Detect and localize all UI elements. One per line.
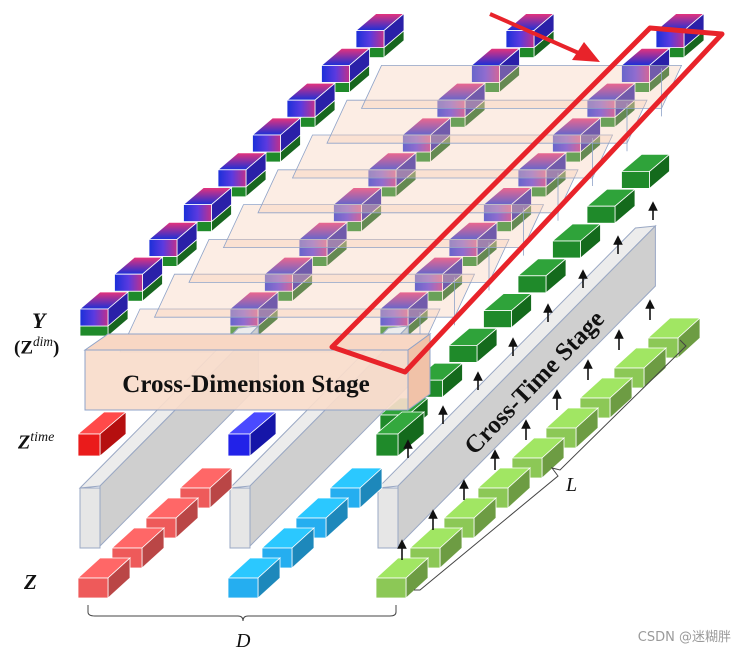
y-cube bbox=[113, 256, 164, 293]
z-dim-green-cube bbox=[447, 327, 499, 364]
z-row-1 bbox=[76, 467, 234, 599]
attention-plane bbox=[360, 65, 683, 109]
z-cube bbox=[374, 557, 430, 599]
z-dim-green-cube bbox=[482, 292, 533, 329]
y-text: Y bbox=[32, 308, 46, 333]
z-dim-label: (Zdim) bbox=[14, 334, 59, 359]
l-label: L bbox=[566, 474, 577, 497]
y-cube bbox=[147, 221, 199, 258]
z-cube bbox=[226, 557, 282, 599]
y-column-3 bbox=[378, 12, 706, 337]
z-dim-green-cube bbox=[585, 188, 637, 225]
z-dim-green-cube bbox=[516, 257, 568, 294]
y-cube bbox=[285, 82, 337, 119]
z-time-label: Ztime bbox=[18, 430, 54, 455]
z-time-blue-cube bbox=[226, 411, 278, 457]
y-cube bbox=[182, 186, 233, 223]
z-cube bbox=[294, 497, 350, 539]
watermark: CSDN @迷糊胖 bbox=[637, 630, 731, 645]
d-brace bbox=[87, 605, 397, 622]
z-dim-close: ) bbox=[52, 337, 60, 359]
highlight-arrow bbox=[489, 12, 591, 60]
y-cube bbox=[320, 47, 371, 84]
z-time-sup: time bbox=[30, 430, 55, 445]
z-dim-base: (Z bbox=[14, 337, 33, 359]
cross-dimension-stage-box: Cross-Dimension Stage bbox=[83, 333, 432, 411]
l-text: L bbox=[566, 474, 578, 496]
l-brace bbox=[414, 339, 687, 591]
highlight-arrow-head bbox=[572, 42, 600, 62]
z-cube bbox=[76, 557, 132, 599]
z-text: Z bbox=[24, 570, 37, 594]
z-row-3 bbox=[374, 317, 702, 599]
front-layer bbox=[76, 201, 702, 599]
z-time-base: Z bbox=[18, 431, 31, 454]
y-cube bbox=[354, 12, 406, 49]
z-dim-green-cube bbox=[620, 153, 671, 190]
y-cube bbox=[216, 151, 268, 188]
cross-dimension-stage-label: Cross-Dimension Stage bbox=[122, 371, 369, 398]
highlight-box bbox=[329, 25, 725, 375]
y-cube bbox=[504, 12, 556, 49]
cross-time-bar-3 bbox=[376, 224, 657, 549]
y-cube bbox=[251, 117, 302, 153]
z-row-2 bbox=[226, 467, 384, 599]
d-text: D bbox=[236, 630, 251, 652]
y-cube bbox=[78, 291, 130, 327]
y-label: Y bbox=[32, 308, 45, 334]
z-label: Z bbox=[24, 570, 37, 595]
z-dim-green-cube bbox=[551, 223, 602, 259]
z-dim-sup: dim bbox=[33, 334, 53, 349]
z-time-red-cube bbox=[76, 411, 128, 457]
d-label: D bbox=[236, 630, 250, 653]
y-column-1 bbox=[78, 12, 406, 337]
